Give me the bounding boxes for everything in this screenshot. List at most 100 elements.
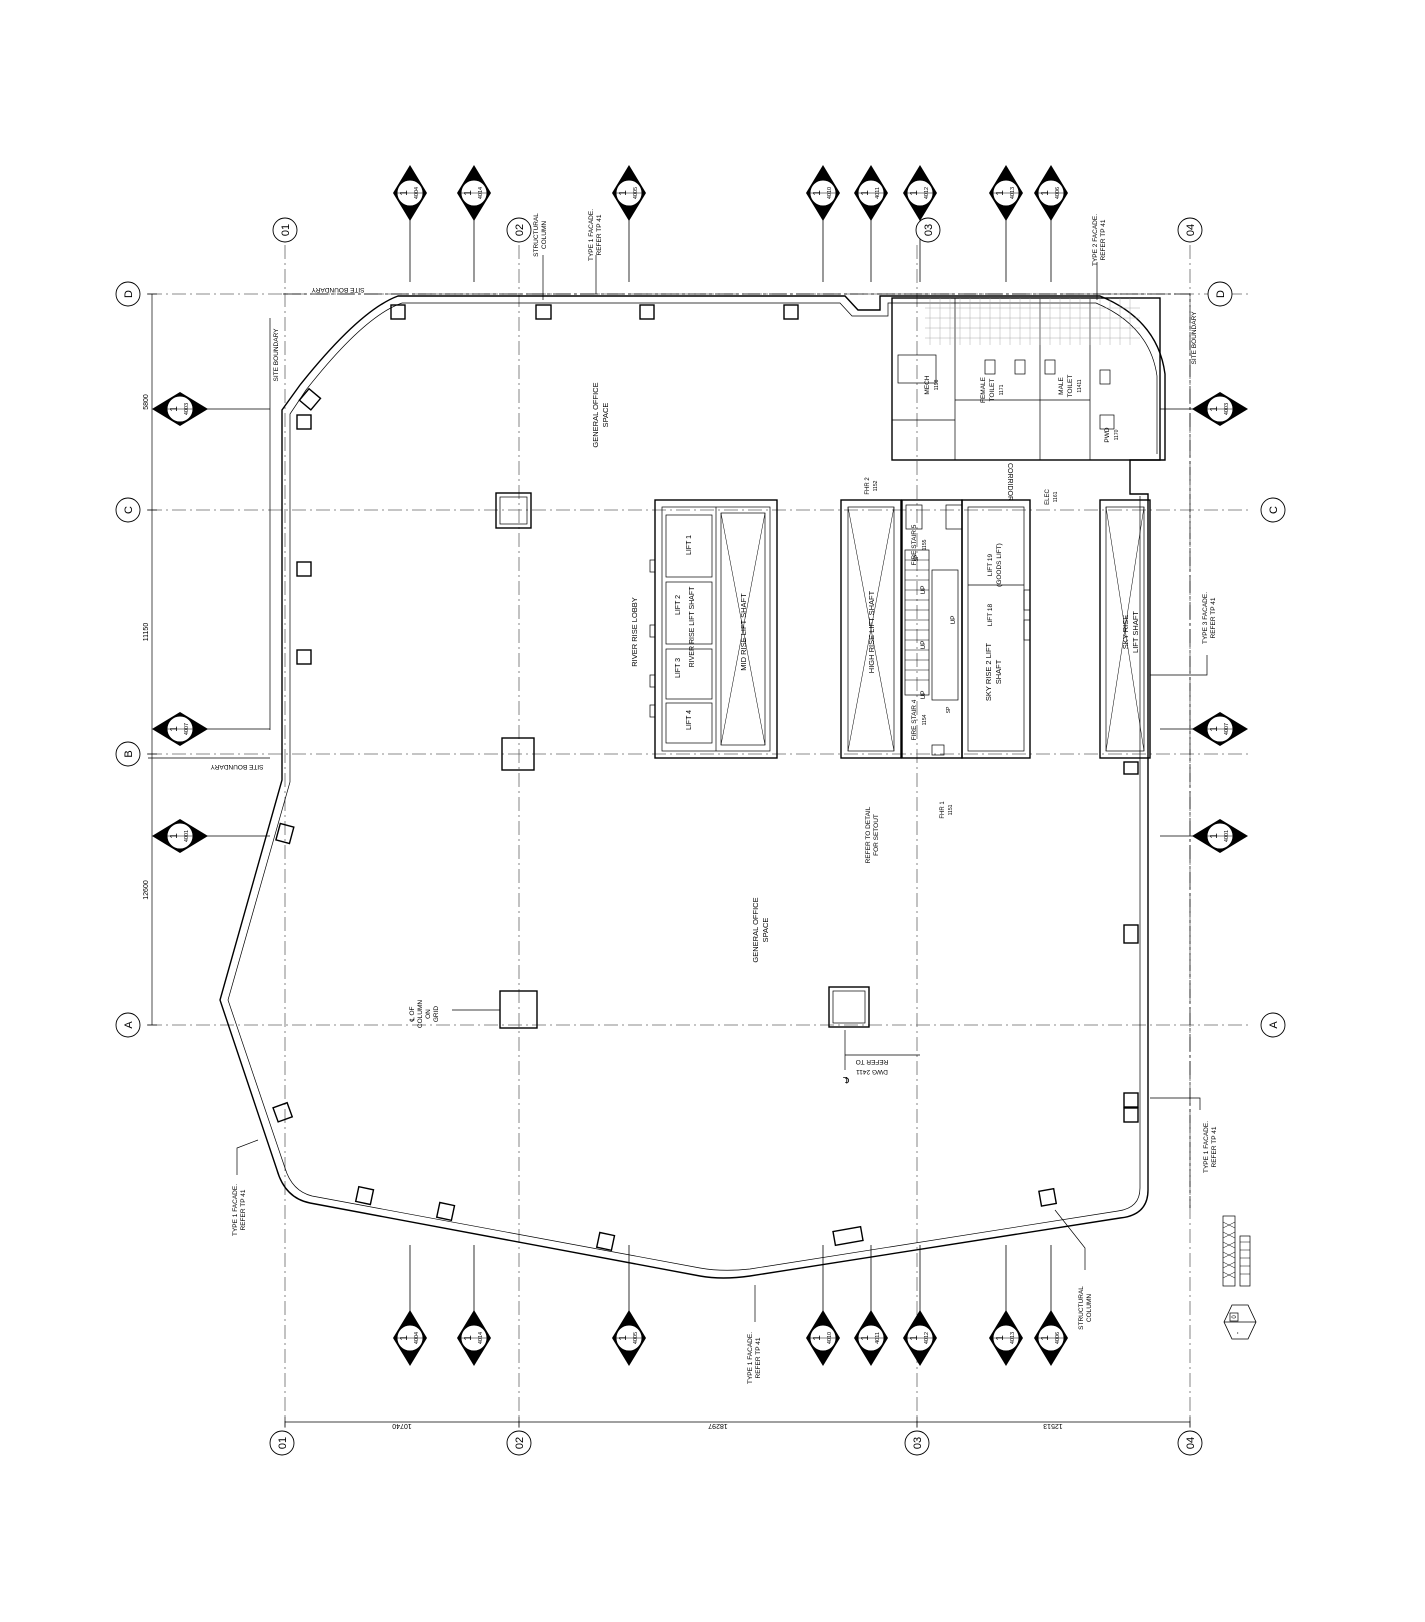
section-marker-left-4003-ref: 4003 [184, 403, 190, 415]
section-marker-top-4004-number: 1 [399, 190, 410, 196]
svg-text:SKY RISE: SKY RISE [1121, 615, 1130, 649]
label-river-rise-lobby: RIVER RISE LOBBY [630, 597, 639, 667]
label-female-toilet: FEMALE TOILET [980, 376, 996, 403]
svg-text:A: A [1268, 1021, 1280, 1029]
type1-left-note: TYPE 1 FACADE. REFER TP 41 [232, 1184, 247, 1236]
label-lift-3: LIFT 3 [675, 658, 682, 678]
svg-text:COLUMN: COLUMN [417, 1000, 424, 1028]
svg-text:REFER TP 41: REFER TP 41 [1211, 1126, 1218, 1167]
refer-dwg-note: REFER TO DWG 2411 [856, 1058, 889, 1075]
sky-rise-2-core [961, 499, 1031, 759]
section-marker-left-4007-ref: 4007 [184, 723, 190, 735]
svg-text:℄ OF: ℄ OF [409, 1006, 416, 1022]
legend: - 0 [1222, 1215, 1257, 1340]
label-sp-1: SP [914, 554, 920, 561]
dimension-lines [147, 293, 1191, 1427]
label-lift-4: LIFT 4 [686, 710, 693, 730]
grid-bubble-D-right: D [1207, 281, 1233, 307]
section-marker-left-4007-number: 1 [169, 726, 180, 732]
section-marker-left-4001-number: 1 [169, 833, 180, 839]
grid-bubble-D-left: D [115, 281, 141, 307]
dim-18297: 18297 [708, 1422, 728, 1429]
grid-bubble-C-right: C [1260, 497, 1286, 523]
dimension-texts: 5800 11150 12600 10740 18297 12513 [143, 394, 1063, 1429]
label-general-office-lower: GENERAL OFFICE SPACE [751, 897, 770, 962]
dim-5800: 5800 [143, 394, 150, 410]
svg-text:DWG 2411: DWG 2411 [856, 1068, 888, 1075]
section-marker-top-4012-ref: 4012 [924, 187, 930, 199]
label-male-toilet: MALE TOILET [1058, 375, 1074, 398]
section-marker-bottom-4012-ref: 4012 [924, 1332, 930, 1344]
type1-right-note: TYPE 1 FACADE. REFER TP 41 [1203, 1121, 1218, 1173]
label-up-1: UP [920, 585, 927, 594]
dim-12513: 12513 [1043, 1422, 1063, 1429]
structural-column-bottom-note: STRUCTURAL COLUMN [1078, 1286, 1093, 1330]
label-male-no: 11411 [1077, 379, 1083, 392]
dim-10740: 10740 [392, 1422, 412, 1429]
section-marker-top-4011-ref: 4011 [875, 187, 881, 199]
label-high-rise-shaft: HIGH RISE LIFT SHAFT [867, 590, 876, 673]
label-up-2: UP [920, 640, 927, 649]
svg-text:02: 02 [514, 1437, 526, 1449]
site-boundary-left-text: SITE BOUNDARY [273, 328, 280, 382]
label-fhr1-no: 1151 [948, 804, 954, 815]
legend-box-label: 0 [1232, 1315, 1238, 1319]
label-fire-stair-4-no: 1154 [922, 714, 928, 725]
label-pwd-no: 1170 [1114, 429, 1120, 440]
section-marker-left-4003-number: 1 [169, 406, 180, 412]
type1-top-note: TYPE 1 FACADE. REFER TP 41 [588, 209, 603, 261]
svg-text:04: 04 [1185, 224, 1197, 236]
svg-text:04: 04 [1185, 1437, 1197, 1449]
section-marker-bottom-4012-number: 1 [909, 1335, 920, 1341]
svg-text:02: 02 [514, 224, 526, 236]
svg-text:TYPE 2 FACADE.: TYPE 2 FACADE. [1092, 214, 1099, 266]
site-boundary-top-text: SITE BOUNDARY [311, 286, 365, 293]
section-marker-bottom-4004-ref: 4004 [414, 1332, 420, 1344]
section-marker-top-4005-number: 1 [618, 190, 629, 196]
section-marker-top-4011-number: 1 [860, 190, 871, 196]
structural-column-top-note: STRUCTURAL COLUMN [533, 213, 548, 257]
structural-columns [272, 304, 1139, 1252]
svg-text:TOILET: TOILET [1067, 375, 1074, 398]
svg-text:STRUCTURAL: STRUCTURAL [1078, 1286, 1085, 1330]
section-marker-right-4001-ref: 4001 [1224, 830, 1230, 842]
svg-text:01: 01 [280, 224, 292, 236]
section-marker-top-4010-ref: 4010 [827, 187, 833, 199]
grid-bubble-01-bottom: 01 [269, 1430, 295, 1456]
site-boundary-b-text: SITE BOUNDARY [210, 763, 264, 770]
column-on-grid-note: ℄ OF COLUMN ON GRID [409, 1000, 440, 1028]
svg-text:B: B [123, 750, 135, 757]
grid-lines [148, 245, 1248, 1428]
label-lift-18: LIFT 18 [987, 603, 994, 626]
section-marker-bottom-4013-number: 1 [995, 1335, 1006, 1341]
annotations: SITE BOUNDARY SITE BOUNDARY SITE BOUNDAR… [210, 209, 1218, 1384]
grid-bubble-A-left: A [115, 1012, 141, 1038]
svg-text:TYPE 1 FACADE.: TYPE 1 FACADE. [232, 1184, 239, 1236]
section-marker-top-4005-ref: 4005 [633, 187, 639, 199]
svg-text:TYPE 1 FACADE.: TYPE 1 FACADE. [747, 1332, 754, 1384]
high-rise-shaft [840, 499, 902, 759]
svg-text:A: A [123, 1021, 135, 1029]
label-mid-rise-shaft: MID RISE LIFT SHAFT [739, 593, 748, 671]
svg-text:D: D [1215, 290, 1227, 298]
section-marker-top-4005: 1 4005 [612, 165, 646, 282]
label-lift-2: LIFT 2 [675, 595, 682, 615]
section-marker-top-4010-number: 1 [812, 190, 823, 196]
section-marker-bottom-4005-ref: 4005 [633, 1332, 639, 1344]
svg-text:GENERAL OFFICE: GENERAL OFFICE [591, 382, 600, 447]
svg-text:COLUMN: COLUMN [1086, 1294, 1093, 1322]
svg-text:03: 03 [923, 224, 935, 236]
section-marker-right-4003-number: 1 [1209, 406, 1220, 412]
section-marker-bottom-4010-ref: 4010 [827, 1332, 833, 1344]
dim-12600: 12600 [143, 880, 150, 900]
